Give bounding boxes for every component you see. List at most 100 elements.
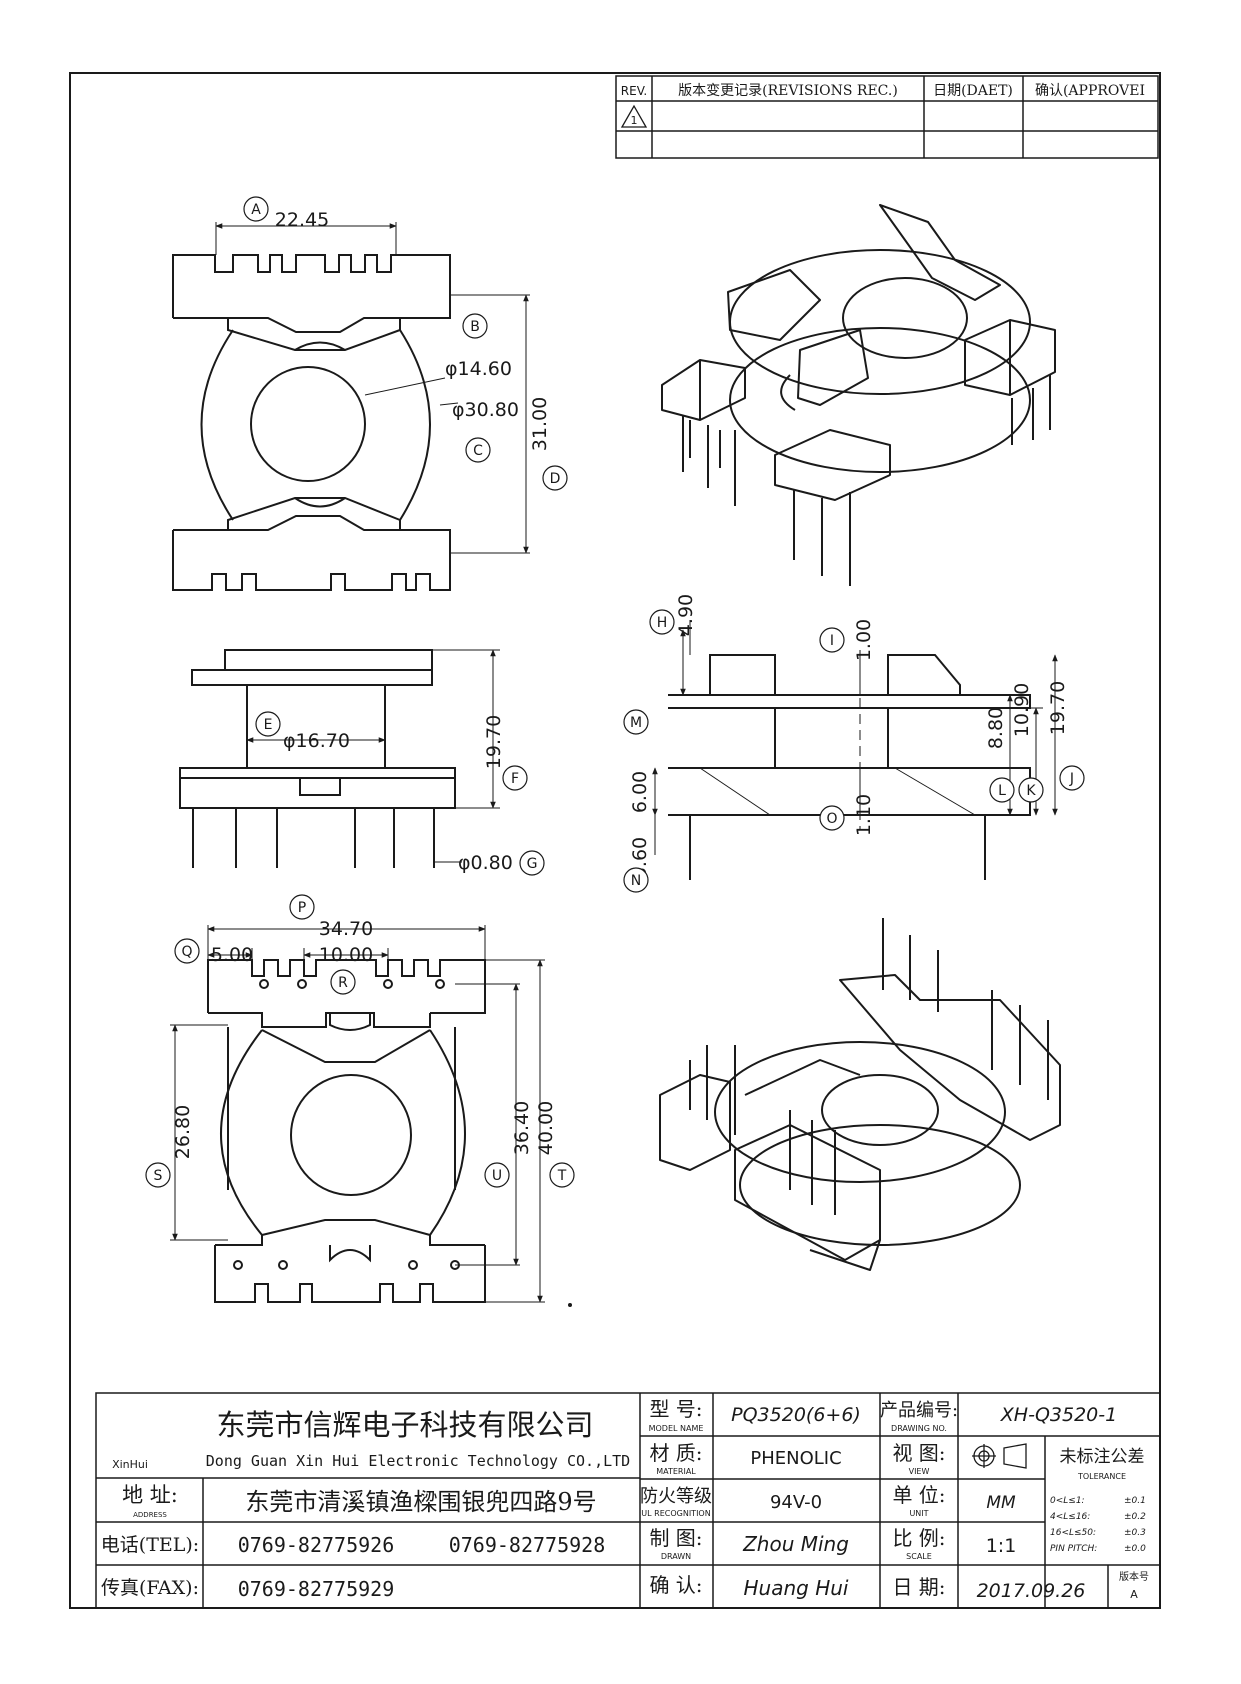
dim-D-bubble — [542, 465, 568, 491]
dim-R-bubble — [330, 969, 356, 995]
model-value: PQ3520(6+6) — [731, 1404, 861, 1426]
dim-P-value: 34.70 — [319, 918, 373, 940]
dim-R-value: 10.00 — [319, 944, 373, 966]
dim-I-bubble — [819, 627, 845, 653]
tolerance-range: 4<L≤16: — [1050, 1512, 1090, 1522]
dim-A-bubble — [243, 196, 269, 222]
dim-C-bubble — [465, 437, 491, 463]
fax-label: 传真(FAX): — [101, 1577, 199, 1599]
side-view-dimensions — [246, 649, 500, 863]
company-name-en: Dong Guan Xin Hui Electronic Technology … — [206, 1452, 630, 1470]
dim-I-label: I — [830, 633, 834, 649]
dim-E-value: φ16.70 — [283, 730, 350, 752]
dim-H-bubble — [649, 609, 675, 635]
dim-A-label: A — [251, 202, 261, 218]
tolerance-value: ±0.2 — [1124, 1512, 1146, 1522]
view-label: 视 图: — [892, 1441, 945, 1465]
tel-1: 0769-82775926 — [238, 1533, 395, 1557]
dim-T-label: T — [557, 1168, 567, 1184]
drawn-value: Zhou Ming — [742, 1532, 849, 1556]
top-view — [172, 254, 451, 591]
isometric-view-top — [661, 204, 1056, 586]
dim-A-value: 22.45 — [275, 209, 329, 231]
dim-S-bubble — [145, 1162, 171, 1188]
dim-N-label: N — [631, 873, 641, 889]
revision-triangle-icon — [620, 104, 648, 128]
view-label-en: VIEW — [909, 1467, 930, 1476]
dim-B-label: B — [470, 319, 480, 335]
dim-E-bubble — [255, 711, 281, 737]
company-logo-text: XinHui — [112, 1458, 148, 1471]
title-block-grid — [95, 1392, 1161, 1609]
dim-B-bubble — [462, 313, 488, 339]
date-label-tb: 日 期: — [892, 1575, 945, 1599]
dim-S-value: 26.80 — [172, 1105, 194, 1159]
ul-label: 防火等级 — [640, 1486, 712, 1507]
product-no-value: XH-Q3520-1 — [1000, 1404, 1117, 1426]
stray-dot — [568, 1303, 572, 1307]
dim-I-value: 1.00 — [853, 619, 875, 661]
dim-T-bubble — [549, 1162, 575, 1188]
model-label: 型 号: — [649, 1397, 702, 1421]
top-view-dimensions — [215, 222, 530, 554]
dim-L-value: 8.80 — [985, 707, 1007, 749]
tolerance-table: 0<L≤1: ±0.1 4<L≤16: ±0.2 16<L≤50: ±0.3 P… — [1050, 1496, 1146, 1554]
version-label: 版本号 — [1119, 1570, 1149, 1583]
dim-L-bubble — [989, 777, 1015, 803]
dim-D-label: D — [550, 471, 561, 487]
tolerance-value: ±0.3 — [1124, 1528, 1146, 1538]
dim-J-label: J — [1069, 771, 1074, 787]
revisions-label: 版本变更记录(REVISIONS REC.) — [678, 83, 898, 99]
dim-C-value: φ30.80 — [452, 399, 519, 421]
first-angle-projection-icon — [972, 1443, 1027, 1469]
dim-U-value: 36.40 — [511, 1101, 533, 1155]
dim-O-label: O — [826, 811, 837, 827]
confirm-value: Huang Hui — [744, 1576, 849, 1600]
address-value: 东莞市清溪镇渔樑围银兜四路9号 — [245, 1488, 596, 1516]
tolerance-label-en: TOLERANCE — [1077, 1472, 1126, 1481]
dim-B-value: φ14.60 — [445, 358, 512, 380]
material-label: 材 质: — [649, 1441, 702, 1465]
scale-label-en: SCALE — [906, 1552, 932, 1561]
approve-label: 确认(APPROVEI — [1035, 83, 1145, 99]
unit-value: MM — [986, 1493, 1016, 1513]
company-name-cn: 东莞市信辉电子科技有限公司 — [216, 1408, 593, 1442]
bottom-view — [207, 959, 486, 1303]
dim-M-bubble — [623, 709, 649, 735]
address-label-en: ADDRESS — [133, 1511, 167, 1519]
ul-value: 94V-0 — [770, 1492, 822, 1513]
dim-P-label: P — [298, 900, 306, 916]
bottom-view-dimensions — [170, 925, 545, 1303]
tolerance-range: 0<L≤1: — [1050, 1496, 1085, 1506]
version-value: A — [1130, 1588, 1138, 1601]
dim-H-label: H — [657, 615, 668, 631]
dim-T-value: 40.00 — [535, 1101, 557, 1155]
drawn-label: 制 图: — [649, 1526, 702, 1550]
dim-O-value: 1.10 — [853, 794, 875, 836]
unit-label: 单 位: — [892, 1483, 945, 1507]
dim-S-label: S — [154, 1168, 163, 1184]
tolerance-title: 未标注公差 — [1060, 1447, 1145, 1467]
dim-D-value: 31.00 — [529, 397, 551, 451]
dim-Q-value: 5.00 — [211, 944, 253, 966]
dim-K-label: K — [1026, 783, 1036, 799]
tolerance-value: ±0.0 — [1124, 1544, 1146, 1554]
dim-U-bubble — [484, 1162, 510, 1188]
drawn-label-en: DRAWN — [661, 1552, 691, 1561]
dim-K-bubble — [1018, 777, 1044, 803]
tolerance-value: ±0.1 — [1124, 1496, 1146, 1506]
dim-L-label: L — [998, 783, 1006, 799]
rev-label: REV. — [621, 84, 647, 98]
model-label-en: MODEL NAME — [649, 1424, 704, 1433]
dim-M-value: 6.00 — [629, 771, 651, 813]
material-label-en: MATERIAL — [656, 1467, 696, 1476]
dim-F-label: F — [511, 771, 519, 787]
dim-U-label: U — [492, 1168, 502, 1184]
tel-2: 0769-82775928 — [449, 1533, 606, 1557]
dim-G-value: φ0.80 — [458, 852, 513, 874]
revision-mark: 1 — [631, 114, 638, 127]
dim-C-label: C — [473, 443, 483, 459]
scale-label: 比 例: — [892, 1526, 945, 1550]
tolerance-range: PIN PITCH: — [1050, 1544, 1097, 1554]
